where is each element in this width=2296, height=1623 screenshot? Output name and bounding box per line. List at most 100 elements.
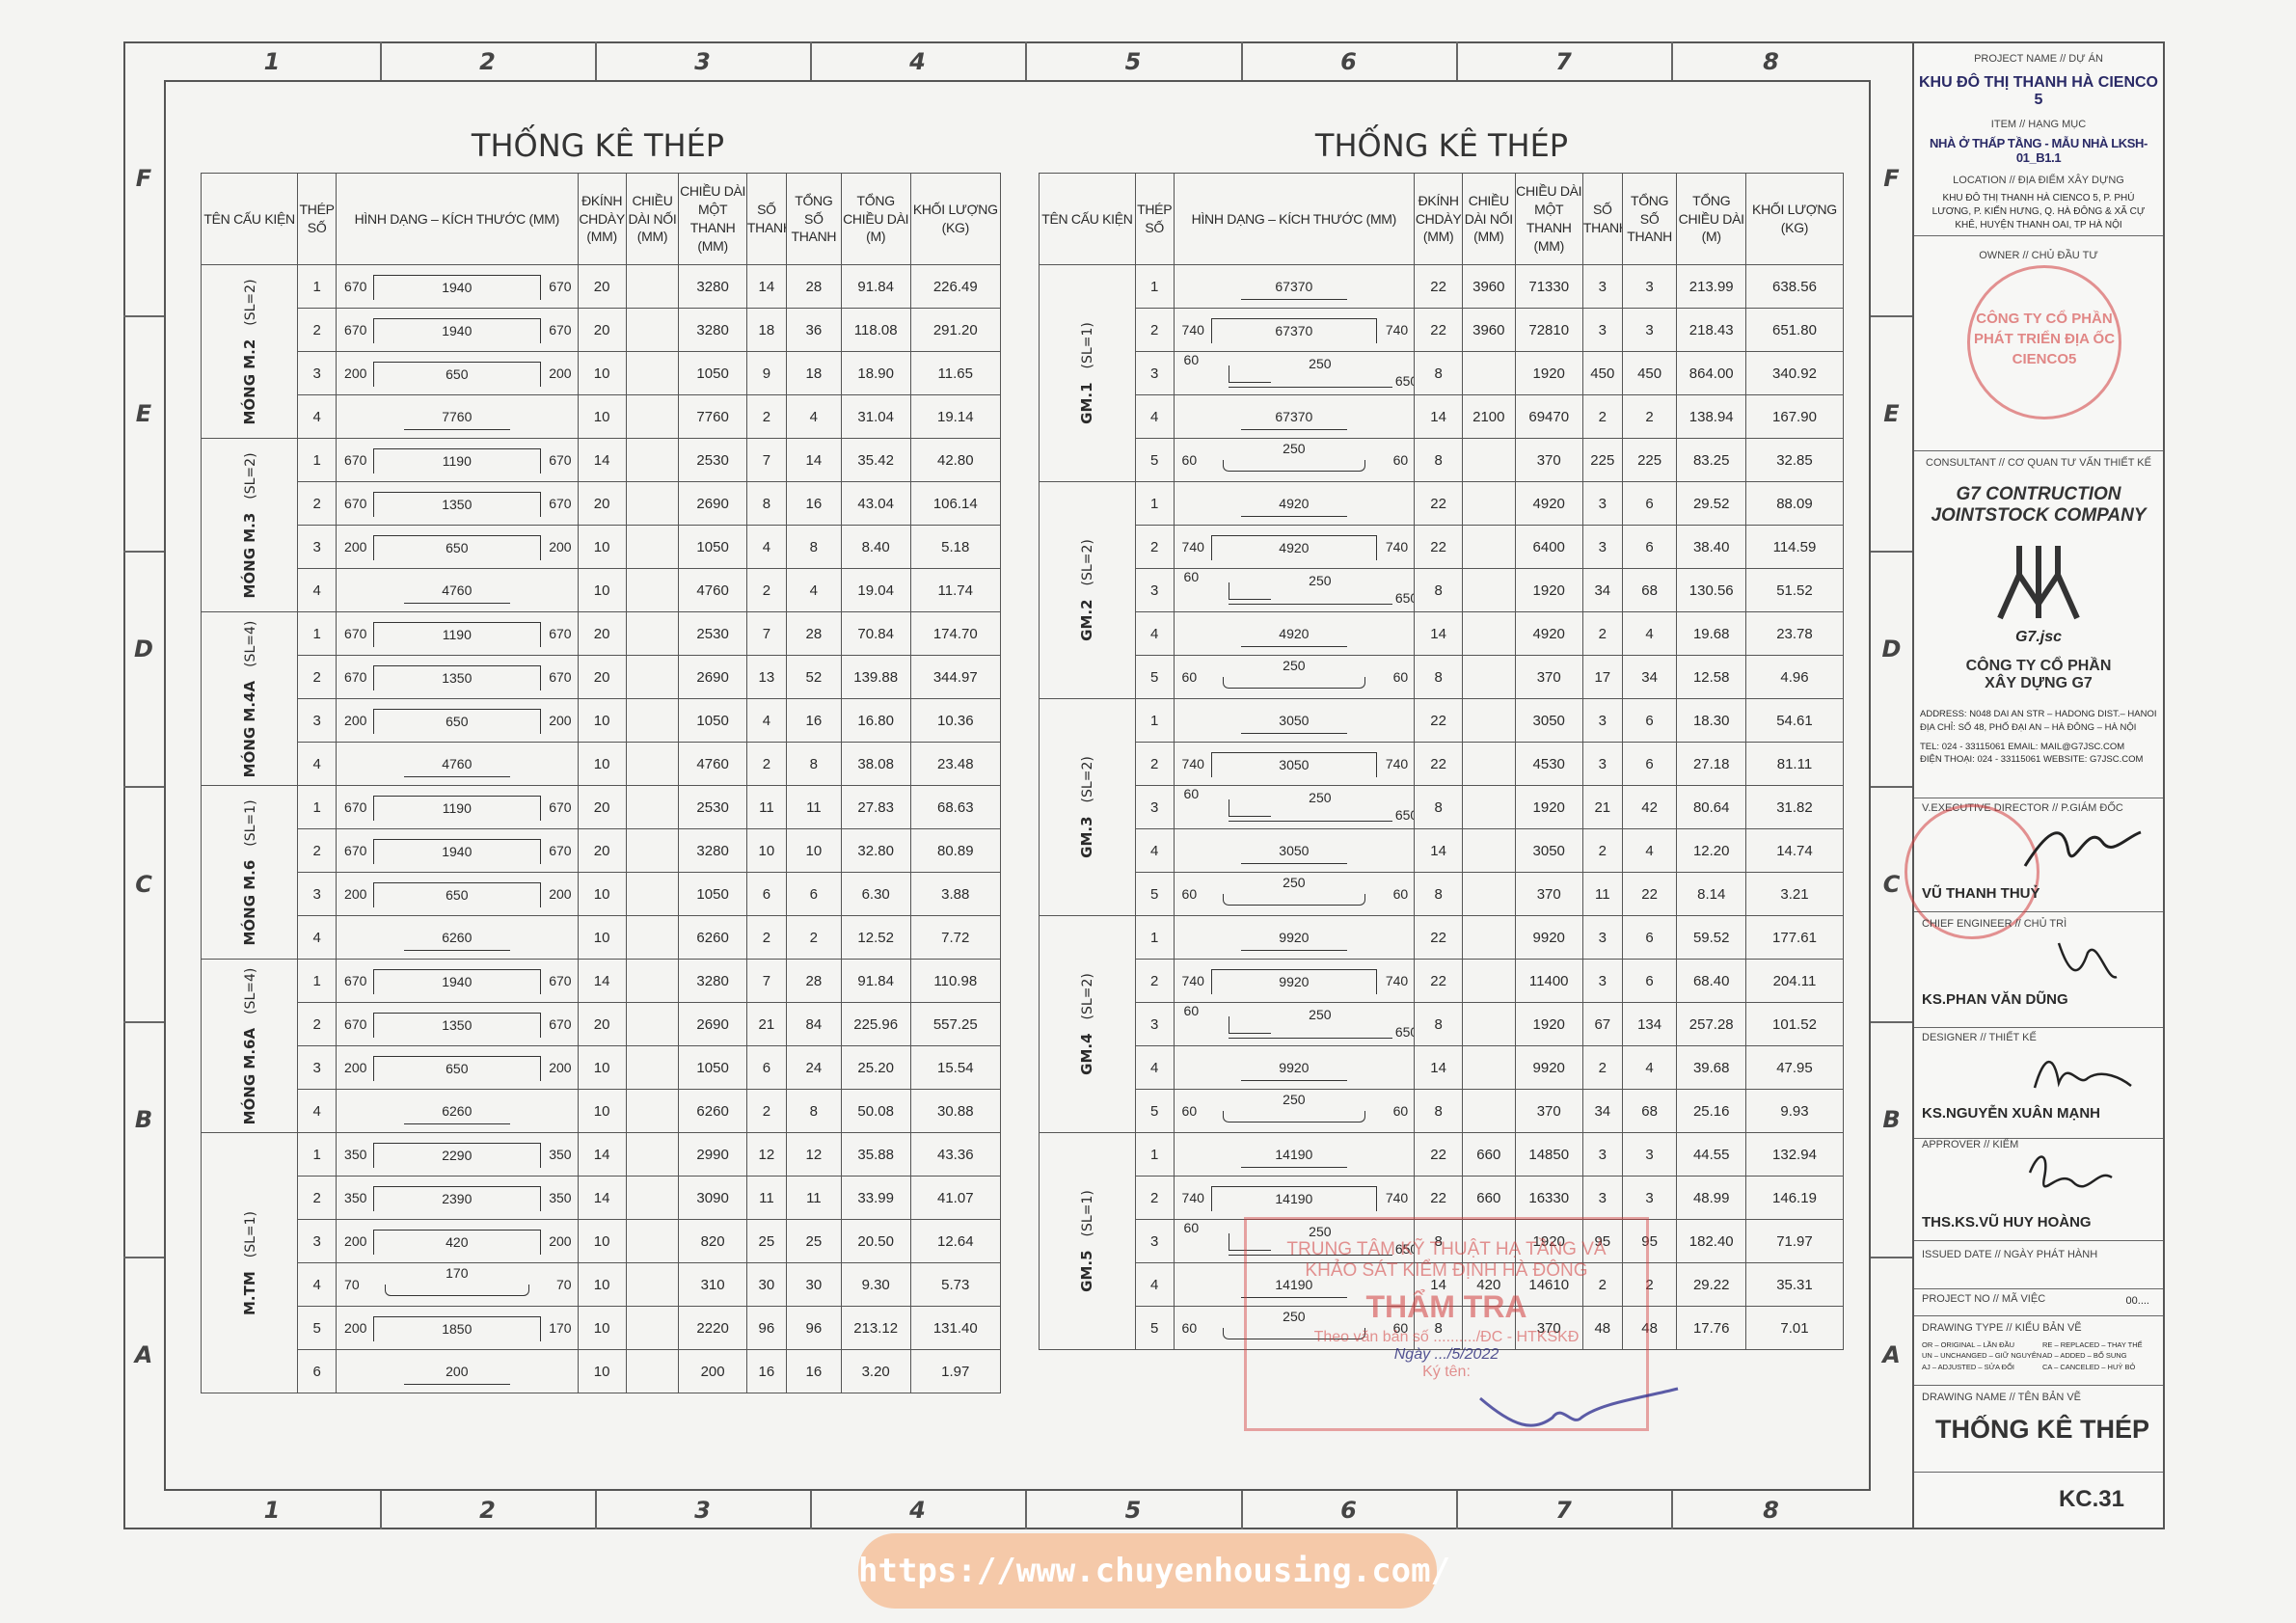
dtype-ca: CA – CANCELED – HUỶ BỎ: [2042, 1362, 2136, 1371]
cell-w: 10.36: [909, 698, 1002, 743]
bar-shape-dimensions: 14190: [1173, 1262, 1416, 1307]
cell-n: [1462, 611, 1516, 656]
cell-q: 96: [745, 1306, 787, 1350]
bar-number: 1: [1134, 1132, 1175, 1177]
grid-tick-top: [1241, 41, 1243, 80]
sheet-section: KC.31: [1914, 1473, 2163, 1529]
cell-tq: 28: [785, 264, 842, 309]
address: ADDRESS: N048 DAI AN STR – HADONG DIST.–…: [1920, 709, 2157, 719]
bar-number: 6: [297, 1349, 338, 1393]
left-header-0: TÊN CẤU KIỆN: [200, 173, 299, 265]
bar-number: 5: [1134, 655, 1175, 699]
dtype-label: DRAWING TYPE // KIỂU BẢN VẼ: [1922, 1322, 2082, 1334]
cell-d: 8: [1414, 1219, 1464, 1263]
cell-q: 9: [745, 351, 787, 395]
bar-number: 4: [297, 1089, 338, 1133]
main-length: 7760: [442, 409, 473, 424]
cell-w: 114.59: [1744, 525, 1845, 569]
right-header-6: SỐ THANH: [1581, 173, 1623, 265]
cell-q: 48: [1581, 1306, 1623, 1350]
cell-tq: 16: [785, 698, 842, 743]
main-length: 1850: [442, 1321, 473, 1337]
cell-len: 370: [1514, 655, 1583, 699]
cell-tl: 38.08: [840, 742, 911, 786]
cell-w: 651.80: [1744, 308, 1845, 352]
bend-left-length: 670: [344, 799, 367, 815]
bar-number: 1: [297, 959, 338, 1003]
bar-number: 1: [1134, 481, 1175, 526]
cell-tl: 35.42: [840, 438, 911, 482]
cell-d: 20: [577, 611, 627, 656]
chief-name: KS.PHAN VĂN DŨNG: [1922, 991, 2068, 1008]
cell-n: [1462, 481, 1516, 526]
review-stamp-doc: Theo văn bản số ........../ĐC - HTKSKĐ: [1313, 1329, 1580, 1345]
grid-row-E: E: [135, 400, 152, 427]
cell-len: 1050: [678, 698, 747, 743]
bar-shape-dimensions: 4920: [1173, 481, 1416, 526]
cell-tl: 91.84: [840, 959, 911, 1003]
grid-col-5-bottom: 5: [1124, 1497, 1142, 1524]
cell-len: 1050: [678, 351, 747, 395]
cell-tq: 4: [1621, 1045, 1678, 1090]
bend-left-length: 350: [344, 1147, 367, 1162]
cell-tq: 48: [1621, 1306, 1678, 1350]
main-length: 14190: [1275, 1147, 1313, 1162]
bar-number: 4: [1134, 828, 1175, 873]
cell-w: 47.95: [1744, 1045, 1845, 1090]
grid-col-3: 3: [694, 48, 711, 75]
bend-left-length: 200: [344, 713, 367, 728]
hooked-bar-shape: 250: [1222, 1309, 1366, 1339]
bar-shape-dimensions: 4760: [336, 568, 579, 612]
project-section: PROJECT NAME // DỰ ÁN KHU ĐÔ THỊ THANH H…: [1914, 43, 2163, 236]
cell-n: [625, 394, 680, 439]
bar-number: 4: [297, 915, 338, 960]
cell-len: 4760: [678, 568, 747, 612]
bar-shape-dimensions: 67370: [1173, 264, 1416, 309]
cell-tq: 14: [785, 438, 842, 482]
cell-w: 71.97: [1744, 1219, 1845, 1263]
bar-number: 2: [297, 828, 338, 873]
cell-q: 2: [1581, 611, 1623, 656]
bar-shape-dimensions: 4760: [336, 742, 579, 786]
cell-n: [1462, 872, 1516, 916]
cell-d: 8: [1414, 1089, 1464, 1133]
straight-bar-shape: 200: [403, 1364, 510, 1385]
projno-value: 00....: [2125, 1295, 2149, 1307]
bar-number: 3: [1134, 785, 1175, 829]
cell-q: 2: [745, 742, 787, 786]
chief-label: CHIEF ENGINEER // CHỦ TRÌ: [1922, 918, 2067, 930]
right-member-name: GM.2(SL=2): [1039, 481, 1136, 699]
hooked-bar-shape: 250: [1222, 441, 1366, 472]
bar-number: 3: [297, 1045, 338, 1090]
main-length: 250: [1309, 356, 1332, 371]
cell-n: [625, 785, 680, 829]
cell-tl: 12.20: [1676, 828, 1746, 873]
main-length: 250: [1283, 875, 1306, 890]
cell-q: 67: [1581, 1002, 1623, 1046]
bar-number: 1: [297, 785, 338, 829]
cell-len: 4920: [1514, 611, 1583, 656]
cell-len: 71330: [1514, 264, 1583, 309]
cell-tl: 27.83: [840, 785, 911, 829]
watermark-link[interactable]: https://www.chuyenhousing.com/: [858, 1533, 1450, 1609]
cell-w: 19.14: [909, 394, 1002, 439]
bend-left-length: 670: [344, 322, 367, 338]
cell-n: [625, 1045, 680, 1090]
hook-leg: [1228, 1233, 1271, 1251]
cell-q: 3: [1581, 915, 1623, 960]
cell-tq: 6: [1621, 481, 1678, 526]
cell-tl: 19.04: [840, 568, 911, 612]
cell-tl: 16.80: [840, 698, 911, 743]
